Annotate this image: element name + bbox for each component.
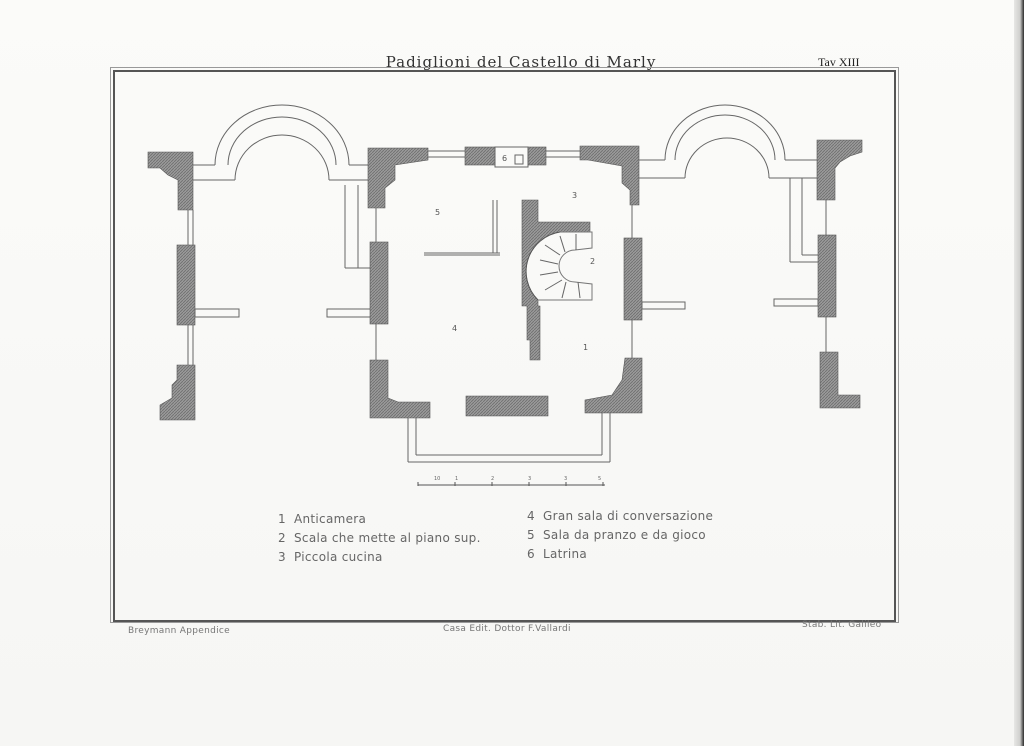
plate-number: Tav XIII xyxy=(818,55,860,69)
scale-tick-label: 2 xyxy=(491,476,494,482)
scale-tick-label: 10 xyxy=(434,476,440,482)
central-pavilion-lines xyxy=(375,146,686,463)
left-pavilion-walls xyxy=(147,151,196,421)
scale-tick-label: 3 xyxy=(564,476,567,482)
frame-inner xyxy=(113,70,896,622)
right-pavilion-walls xyxy=(816,139,863,409)
plate-title-text: Padiglioni del Castello di Marly xyxy=(385,53,657,71)
plate-title: Padiglioni del Castello di Marly xyxy=(0,53,1014,71)
room-number-2: 2 xyxy=(590,257,595,266)
scale-tick-label: 5 xyxy=(598,476,601,482)
footer-center: Casa Edit. Dottor F.Vallardi xyxy=(443,624,571,634)
scale-bar xyxy=(417,482,605,486)
central-pavilion-walls xyxy=(367,145,643,419)
room-number-1: 1 xyxy=(583,343,588,352)
footer-right: Stab. Lit. Galileo xyxy=(802,620,882,630)
footer-left: Breymann Appendice xyxy=(128,626,231,636)
left-pavilion-outline xyxy=(187,104,372,365)
room-number-4: 4 xyxy=(452,324,457,333)
right-pavilion-outline xyxy=(639,104,827,352)
room-numbers: 1 2 3 4 5 6 xyxy=(435,154,595,352)
room-number-6: 6 xyxy=(502,154,507,163)
frame-outer xyxy=(110,67,899,623)
scale-tick-label: 1 xyxy=(455,476,458,482)
page-edge xyxy=(1014,0,1024,746)
scale-tick-label: 3 xyxy=(528,476,531,482)
room-number-3: 3 xyxy=(572,191,577,200)
scale-bar-labels: 10 1 2 3 3 5 xyxy=(434,476,601,482)
room-number-5: 5 xyxy=(435,208,440,217)
